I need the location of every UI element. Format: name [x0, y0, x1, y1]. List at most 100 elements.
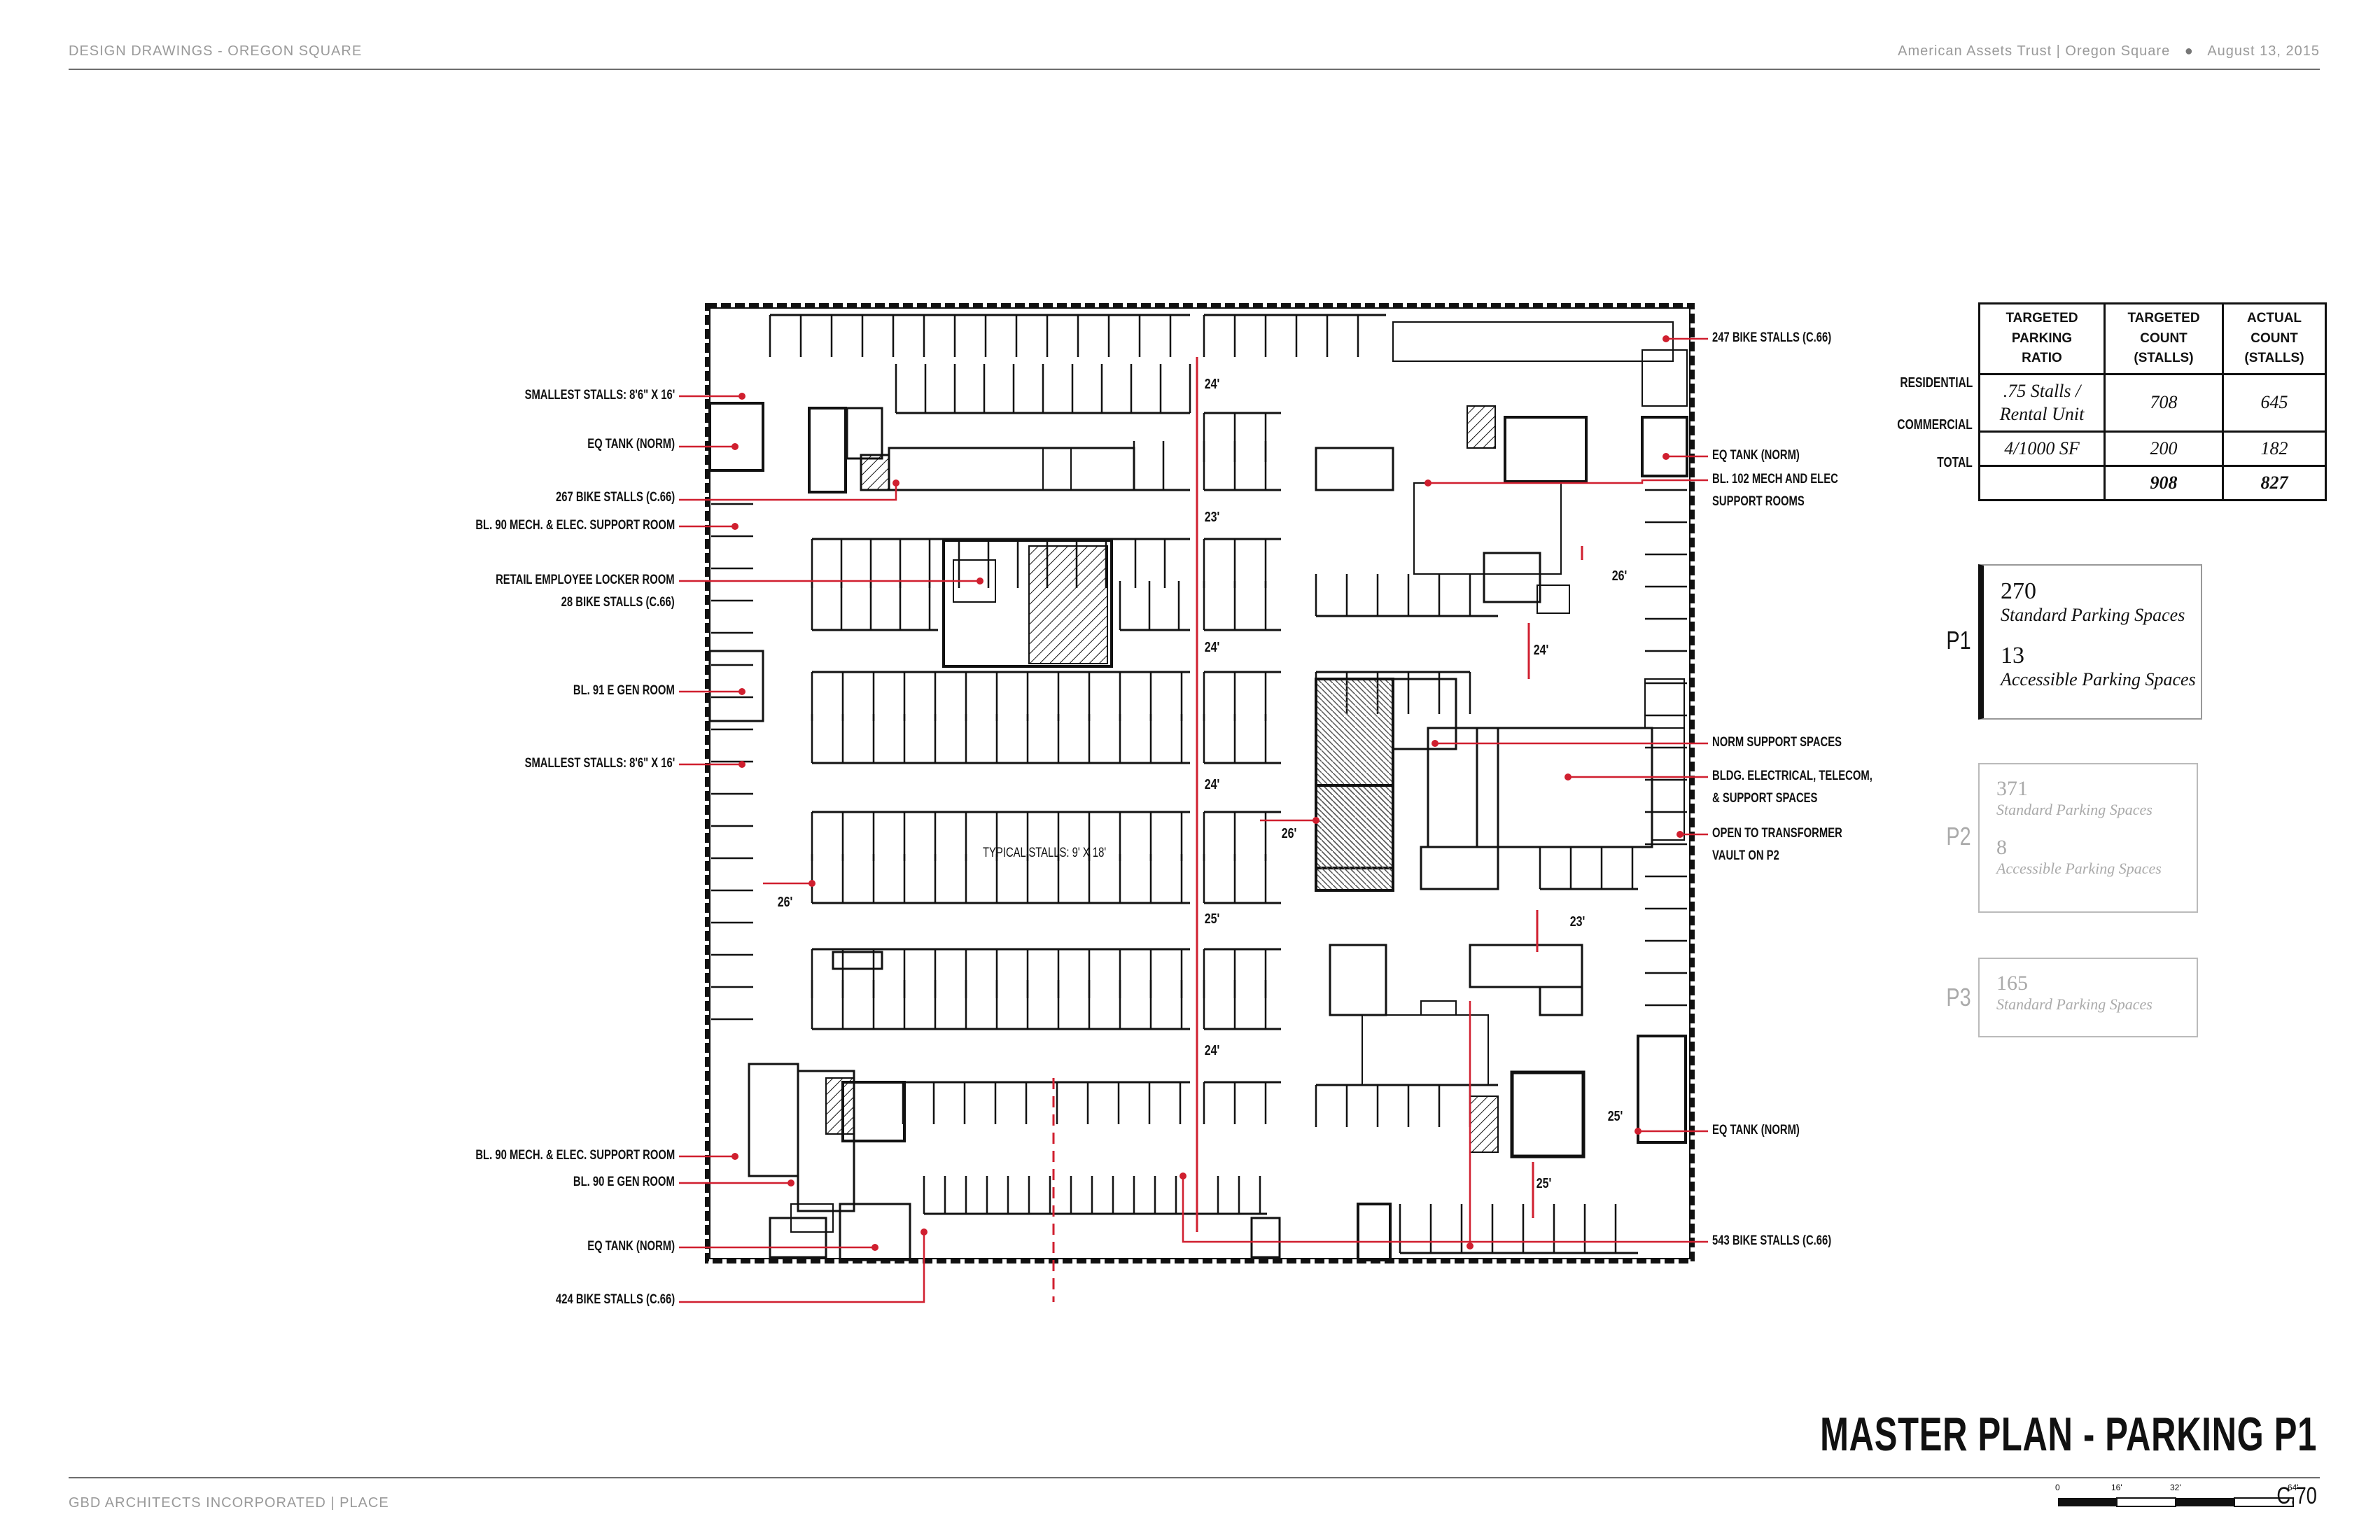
p2-accessible-label: Accessible Parking Spaces [1996, 860, 2162, 877]
table-cell: 4/1000 SF [1978, 430, 2106, 467]
header-bullet: ● [2184, 43, 2194, 59]
leader-line [1428, 479, 1708, 484]
locker-room [942, 539, 1113, 668]
table-cell: 908 [2104, 464, 2224, 501]
dimension-lines [1052, 357, 1583, 1302]
label-bl91-egen: BL. 91 E GEN ROOM [573, 683, 675, 698]
p3-standard-label: Standard Parking Spaces [1996, 995, 2152, 1013]
row-label-commercial: COMMERCIAL [1897, 417, 1973, 433]
dim-label: 26' [1281, 826, 1297, 841]
leader-dot [738, 393, 746, 400]
label-bldg-support: & SUPPORT SPACES [1712, 791, 1818, 806]
dim-label: 24' [1533, 643, 1549, 658]
table-header: TARGETED COUNT [2127, 311, 2200, 346]
plan-perimeter [705, 303, 1695, 1264]
table-header: (STALLS) [2244, 351, 2304, 365]
sheet-number: C.70 [2276, 1483, 2317, 1509]
label-247-bike-stalls: 247 BIKE STALLS (C.66) [1712, 330, 1832, 345]
dim-label: 23' [1204, 510, 1220, 525]
table-cell: Rental Unit [1999, 404, 2085, 425]
row-label-residential: RESIDENTIAL [1899, 375, 1973, 391]
label-267-bike-stalls: 267 BIKE STALLS (C.66) [555, 490, 675, 505]
header-client-date: American Assets Trust | Oregon Square ● … [1898, 43, 2320, 59]
leader-dot [1662, 453, 1670, 460]
level-label-p1: P1 [1946, 626, 1971, 654]
label-bl90-egen: BL. 90 E GEN ROOM [573, 1175, 675, 1189]
label-smallest-stalls-1: SMALLEST STALLS: 8'6" X 16' [524, 388, 675, 402]
level-label-p2: P2 [1946, 822, 1971, 850]
label-typical-stalls: TYPICAL STALLS: 9' X 18' [983, 846, 1107, 860]
table-cell: 200 [2104, 430, 2224, 467]
label-eq-tank-2: EQ TANK (NORM) [587, 1239, 675, 1254]
label-smallest-stalls-2: SMALLEST STALLS: 8'6" X 16' [524, 756, 675, 771]
p1-standard-label: Standard Parking Spaces [2001, 605, 2185, 625]
dim-label: 24' [1204, 640, 1220, 655]
scale-bar [2058, 1497, 2294, 1507]
leader-dot [1180, 1172, 1186, 1180]
header-client: American Assets Trust | Oregon Square [1898, 43, 2171, 59]
label-vault-p2: VAULT ON P2 [1712, 848, 1779, 863]
scale-label: 64' [2288, 1483, 2299, 1492]
label-bl102-support: SUPPORT ROOMS [1712, 494, 1805, 509]
p1-accessible-label: Accessible Parking Spaces [2001, 669, 2196, 690]
label-bldg-electrical: BLDG. ELECTRICAL, TELECOM, [1712, 769, 1872, 783]
leader-line [679, 1232, 925, 1303]
dim-label: 26' [777, 895, 793, 910]
leader-dot [1312, 817, 1320, 824]
p1-accessible-count: 13 [2001, 643, 2024, 668]
table-cell: 182 [2222, 430, 2327, 467]
footer-firm: GBD ARCHITECTS INCORPORATED | PLACE [69, 1495, 389, 1511]
row-label-total: TOTAL [1937, 455, 1973, 470]
dim-label: 24' [1204, 777, 1220, 792]
table-cell: .75 Stalls / [2003, 380, 2081, 401]
table-cell: 827 [2222, 464, 2327, 501]
elevator-core-se [1510, 1070, 1586, 1158]
elevator-core [808, 407, 847, 493]
p2-accessible-count: 8 [1996, 836, 2007, 859]
parking-ratio-table: TARGETED PARKING RATIO TARGETED COUNT (STA… [1978, 302, 2327, 501]
elevator-core-ne [1504, 416, 1588, 483]
leader-dot [892, 479, 899, 486]
leader-dot [732, 443, 738, 450]
dim-label: 25' [1536, 1176, 1552, 1191]
label-bl90-mech-2: BL. 90 MECH. & ELEC. SUPPORT ROOM [475, 1148, 675, 1163]
footer-rule [69, 1477, 2320, 1478]
leader-dot [1432, 740, 1438, 747]
leader-dot [1564, 774, 1572, 780]
dim-label: 24' [1204, 1043, 1220, 1058]
label-eq-tank-1: EQ TANK (NORM) [587, 437, 675, 451]
p2-standard-count: 371 [1996, 777, 2028, 800]
leader-dot [872, 1244, 878, 1251]
leader-dot [1676, 831, 1684, 838]
label-bl102-mech: BL. 102 MECH AND ELEC [1712, 472, 1838, 486]
table-header: TARGETED PARKING [2005, 311, 2078, 346]
header-date: August 13, 2015 [2207, 43, 2320, 59]
leader-dot [1634, 1128, 1642, 1135]
leader-dot [732, 1153, 738, 1160]
label-norm-support: NORM SUPPORT SPACES [1712, 735, 1842, 750]
leader-dot [976, 578, 983, 584]
leader-dot [738, 688, 746, 695]
label-28-bike-stalls: 28 BIKE STALLS (C.66) [561, 595, 675, 610]
table-header: (STALLS) [2134, 351, 2194, 365]
leader-dot [732, 523, 738, 530]
sheet-title: MASTER PLAN - PARKING P1 [1819, 1408, 2317, 1461]
dim-label: 24' [1204, 377, 1220, 392]
scale-label: 32' [2170, 1483, 2181, 1492]
label-eq-tank-4: EQ TANK (NORM) [1712, 1123, 1800, 1138]
leader-line [679, 483, 897, 501]
leader-dot [1466, 1242, 1474, 1250]
p1-standard-count: 270 [2001, 578, 2036, 604]
p2-standard-label: Standard Parking Spaces [1996, 801, 2152, 818]
leader-dot [1662, 335, 1670, 342]
scale-label: 16' [2111, 1483, 2122, 1492]
leader-dot [738, 761, 746, 768]
level-box-p2: 371 Standard Parking Spaces 8 Accessible… [1978, 763, 2198, 913]
table-header: RATIO [2022, 351, 2062, 365]
table-header: ACTUAL COUNT [2246, 311, 2302, 346]
dim-label: 26' [1611, 568, 1628, 584]
header-rule [69, 69, 2320, 70]
label-bl90-mech-1: BL. 90 MECH. & ELEC. SUPPORT ROOM [475, 518, 675, 533]
p3-standard-count: 165 [1996, 972, 2028, 995]
